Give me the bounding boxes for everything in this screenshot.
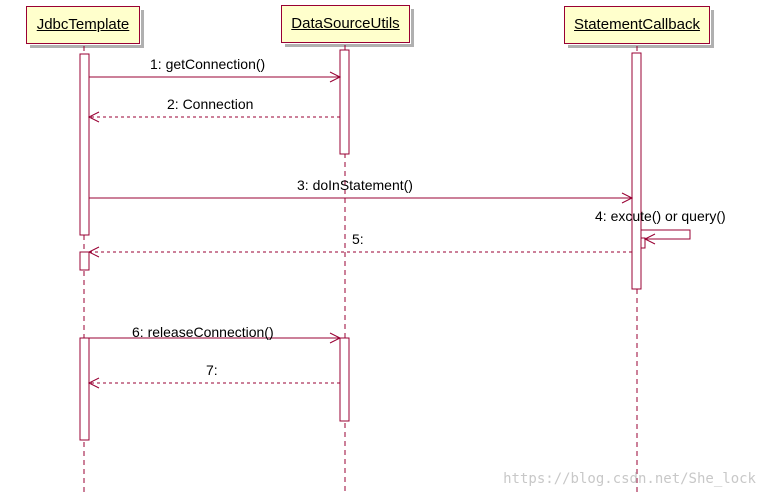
arrowhead	[87, 111, 100, 123]
message-label: 2: Connection	[167, 96, 253, 112]
activation-bar	[631, 52, 642, 290]
self-call-arrow	[641, 229, 691, 240]
activation-bar	[640, 237, 646, 249]
message-label: 5:	[352, 231, 364, 247]
activation-bar	[79, 53, 90, 236]
activation-bar	[339, 337, 350, 422]
message-label: 6: releaseConnection()	[132, 324, 274, 340]
arrowhead	[621, 192, 634, 204]
activation-bar	[79, 251, 90, 271]
message-label: 1: getConnection()	[150, 56, 265, 72]
arrowhead	[329, 71, 342, 83]
activation-bar	[79, 337, 90, 441]
activation-bar	[339, 49, 350, 155]
arrowhead	[87, 246, 100, 258]
message-label: 7:	[206, 362, 218, 378]
arrowhead	[87, 377, 100, 389]
message-label: 4: excute() or query()	[595, 208, 726, 224]
arrowhead	[329, 332, 342, 344]
message-label: 3: doInStatement()	[297, 177, 413, 193]
watermark: https://blog.csdn.net/She_lock	[503, 471, 756, 487]
arrowhead	[643, 233, 656, 245]
